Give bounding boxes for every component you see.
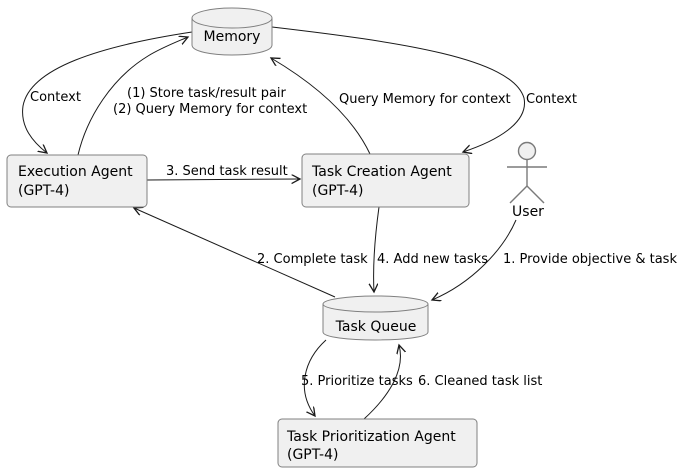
user-actor-leg-left <box>509 185 528 204</box>
edge-memory-to-execution-agent <box>22 31 193 153</box>
execution-agent-box <box>6 154 148 208</box>
diagram-edges <box>22 26 525 420</box>
edge-label-cleaned-task-list: 6. Cleaned task list <box>418 374 542 389</box>
edge-task-creation-agent-to-memory <box>271 58 371 155</box>
node-task-creation-agent: Task Creation Agent (GPT-4) <box>301 153 470 208</box>
edge-user-to-task-queue <box>432 219 517 300</box>
edge-label-add-new-tasks: 4. Add new tasks <box>377 252 488 267</box>
node-user: User <box>507 141 547 220</box>
edge-label-query-memory-for-context: Query Memory for context <box>339 92 511 107</box>
edge-label-context-left: Context <box>30 90 81 105</box>
edge-label-store-task-result-pair: (1) Store task/result pair <box>127 86 287 101</box>
edge-task-creation-agent-to-task-queue <box>374 206 380 292</box>
node-task-prioritization-agent: Task Prioritization Agent (GPT-4) <box>277 418 478 468</box>
task-creation-agent-sublabel: (GPT-4) <box>312 183 363 199</box>
task-queue-cylinder-top <box>322 295 429 313</box>
edge-task-queue-to-task-prioritization-agent <box>303 339 327 416</box>
execution-agent-label: Execution Agent <box>18 164 133 180</box>
edge-task-queue-to-execution-agent <box>134 208 336 298</box>
edge-execution-agent-to-memory <box>77 37 188 156</box>
edge-label-context-right: Context <box>526 92 577 107</box>
memory-label: Memory <box>204 29 261 45</box>
task-creation-agent-box <box>301 153 470 208</box>
node-task-queue: Task Queue <box>322 295 429 341</box>
edge-label-provide-objective-task: 1. Provide objective & task <box>503 252 677 267</box>
diagram-edge-labels: Context (1) Store task/result pair (2) Q… <box>30 86 677 389</box>
node-execution-agent: Execution Agent (GPT-4) <box>6 154 148 208</box>
edge-memory-to-task-creation-agent <box>271 26 525 152</box>
task-creation-agent-label: Task Creation Agent <box>311 164 452 180</box>
user-label: User <box>512 204 544 220</box>
edge-execution-agent-to-task-creation-agent <box>146 179 300 180</box>
memory-cylinder-body <box>191 18 273 56</box>
task-queue-cylinder-body <box>322 304 429 341</box>
task-prioritization-agent-label: Task Prioritization Agent <box>286 429 456 445</box>
edge-label-complete-task: 2. Complete task <box>257 252 368 267</box>
edge-label-prioritize-tasks: 5. Prioritize tasks <box>301 374 413 389</box>
edge-task-prioritization-agent-to-task-queue <box>363 345 400 420</box>
edge-label-send-task-result: 3. Send task result <box>166 164 288 179</box>
node-memory: Memory <box>191 7 273 56</box>
user-actor-leg-right <box>526 185 545 204</box>
user-actor-head <box>517 141 537 161</box>
edge-label-query-memory-for-context-2: (2) Query Memory for context <box>113 102 307 117</box>
task-prioritization-agent-sublabel: (GPT-4) <box>287 447 338 463</box>
task-queue-label: Task Queue <box>335 319 417 335</box>
memory-cylinder-top <box>191 7 273 29</box>
task-prioritization-agent-box <box>277 418 478 468</box>
execution-agent-sublabel: (GPT-4) <box>18 183 69 199</box>
